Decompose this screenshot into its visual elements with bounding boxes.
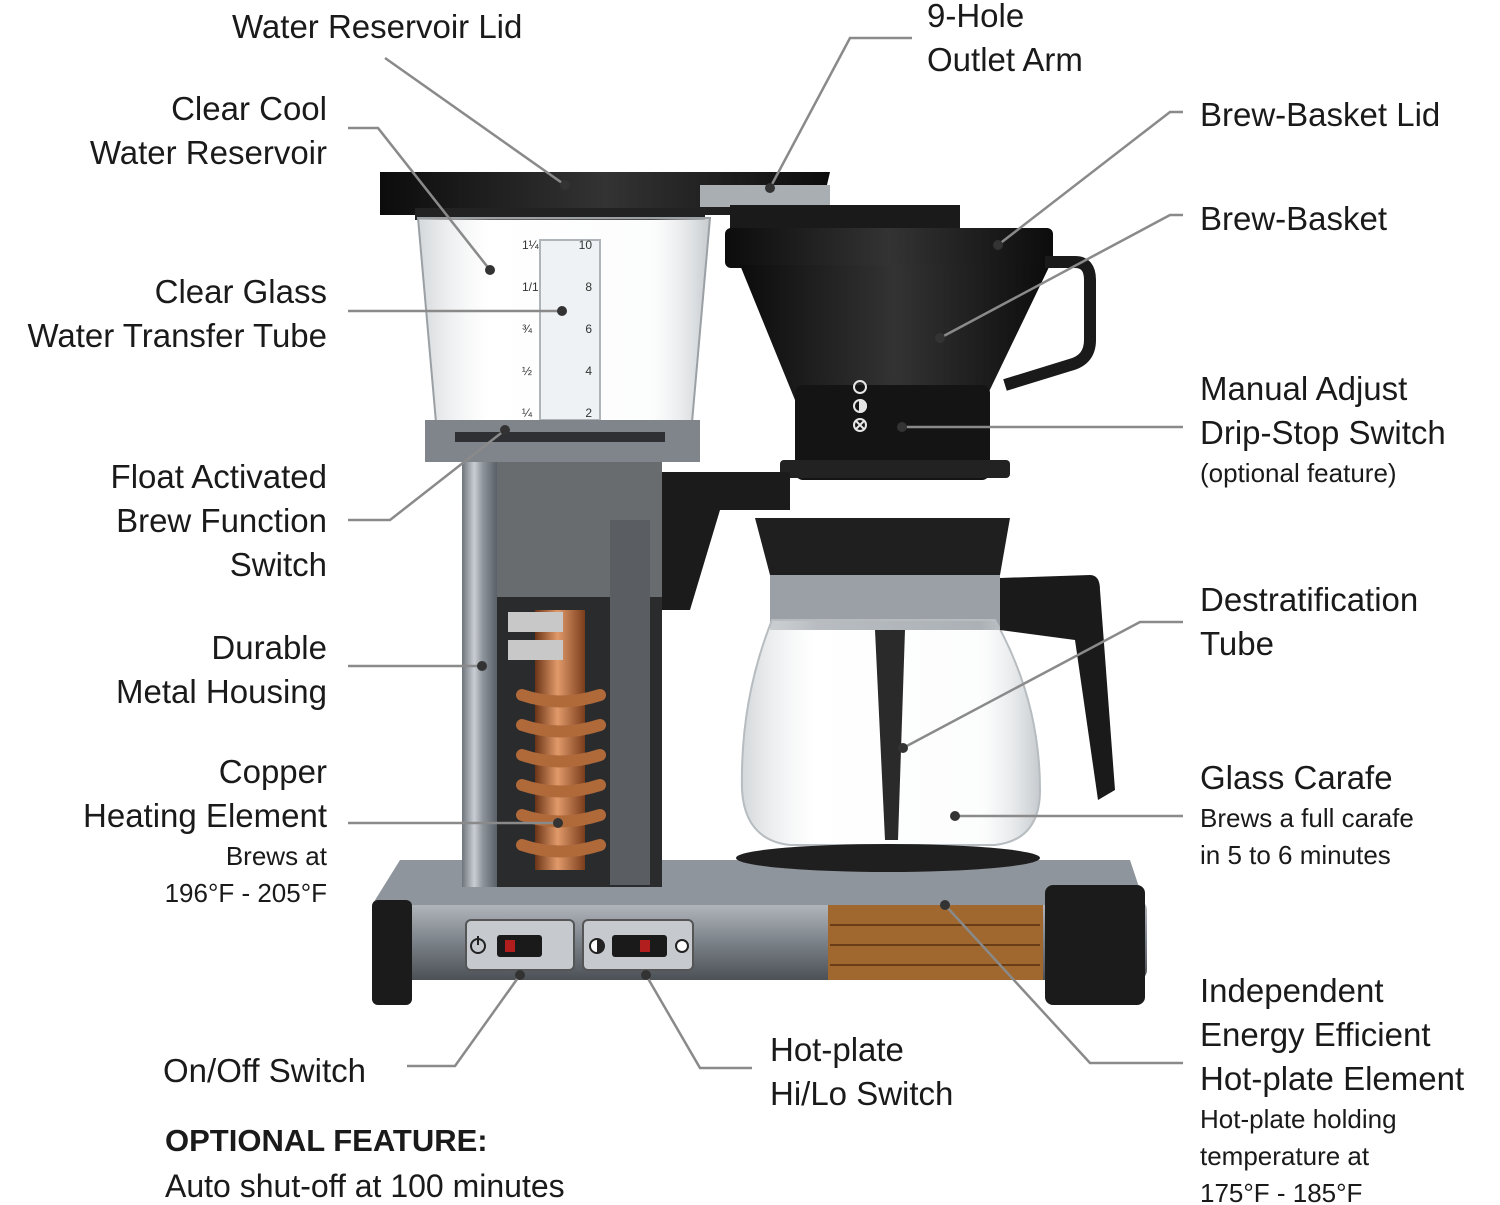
circle-open-icon [853,380,867,394]
label-clear-glass-tube: Clear Glass Water Transfer Tube [27,273,327,354]
label-copper-heating: Copper Heating Element Brews at 196°F - … [83,753,327,908]
optional-feature-text: Auto shut-off at 100 minutes [165,1168,565,1204]
label-on-off-switch: On/Off Switch [163,1052,366,1089]
brew-basket-lid [725,228,1053,268]
label-outlet-arm: 9-Hole Outlet Arm [927,0,1083,78]
hotplate-indicator-icon [675,939,689,953]
metal-housing [462,462,497,887]
label-drip-stop: Manual Adjust Drip-Stop Switch (optional… [1200,370,1446,488]
destratification-tube [875,630,905,840]
label-glass-carafe: Glass Carafe Brews a full carafe in 5 to… [1200,759,1414,870]
label-float-switch: Float Activated Brew Function Switch [110,458,327,583]
right-foot [1045,885,1145,1005]
on-off-rocker[interactable] [497,935,542,957]
label-metal-housing: Durable Metal Housing [116,629,327,710]
label-brew-basket: Brew-Basket [1200,200,1388,237]
hotplate-rocker[interactable] [612,935,667,957]
label-water-reservoir-lid: Water Reservoir Lid [232,8,523,45]
label-brew-basket-lid: Brew-Basket Lid [1200,96,1441,133]
circle-x-icon [853,418,867,432]
label-destratification: Destratification Tube [1200,581,1419,662]
hotplate-heater-window [828,905,1043,980]
optional-feature-title: OPTIONAL FEATURE: [165,1123,488,1158]
label-hotplate-switch: Hot-plate Hi/Lo Switch [770,1031,954,1112]
carafe-lid [755,518,1010,575]
outlet-arm [700,185,830,207]
power-icon [470,936,486,954]
left-foot [372,900,412,1005]
half-moon-icon [589,938,605,954]
drip-stop-icons[interactable] [853,380,867,432]
label-clear-cool-water-reservoir: Clear Cool Water Reservoir [89,90,327,171]
label-hotplate-element: Independent Energy Efficient Hot-plate E… [1200,972,1465,1205]
